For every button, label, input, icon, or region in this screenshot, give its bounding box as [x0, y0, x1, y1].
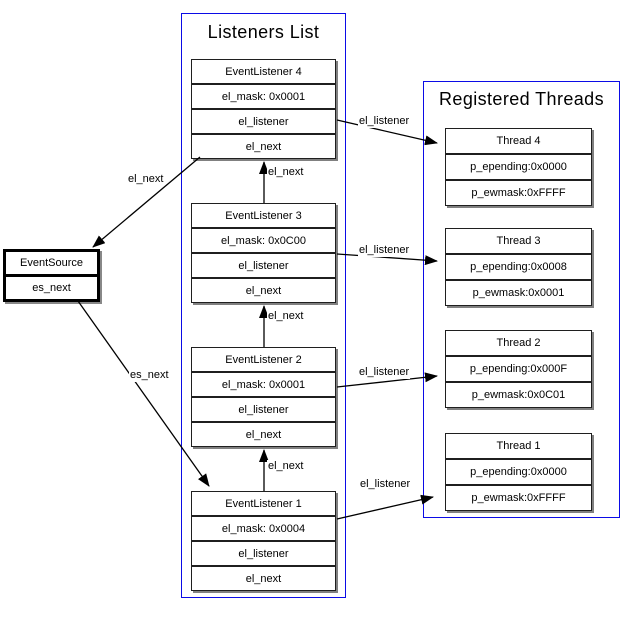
field-el-listener: el_listener: [192, 396, 335, 421]
field-el-next: el_next: [192, 277, 335, 302]
thread-3-box: Thread 3 p_epending:0x0008 p_ewmask:0x00…: [445, 228, 592, 306]
field-el-next: el_next: [192, 565, 335, 590]
record-title: EventListener 1: [192, 492, 335, 515]
event-listener-3-box: EventListener 3 el_mask: 0x0C00 el_liste…: [191, 203, 336, 303]
event-source-field-es-next: es_next: [6, 274, 97, 299]
event-source-title: EventSource: [6, 252, 97, 274]
field-el-listener: el_listener: [192, 540, 335, 565]
field-p-epending: p_epending:0x000F: [446, 355, 591, 381]
edge-el-listener-listener1-to-thread1: [336, 494, 434, 520]
record-title: EventListener 3: [192, 204, 335, 227]
registered-threads-group: Registered Threads: [423, 81, 620, 518]
record-title: EventListener 4: [192, 60, 335, 83]
edge-label-el-next-3-4: el_next: [267, 166, 305, 179]
field-el-mask: el_mask: 0x0001: [192, 83, 335, 108]
record-title: Thread 1: [446, 434, 591, 458]
field-el-listener: el_listener: [192, 252, 335, 277]
event-source-box: EventSource es_next: [3, 249, 100, 302]
record-title: Thread 2: [446, 331, 591, 355]
field-el-mask: el_mask: 0x0C00: [192, 227, 335, 252]
field-p-epending: p_epending:0x0000: [446, 153, 591, 179]
event-listener-4-box: EventListener 4 el_mask: 0x0001 el_liste…: [191, 59, 336, 159]
field-p-epending: p_epending:0x0000: [446, 458, 591, 484]
record-title: EventListener 2: [192, 348, 335, 371]
field-p-epending: p_epending:0x0008: [446, 253, 591, 279]
field-p-ewmask: p_ewmask:0xFFFF: [446, 179, 591, 205]
thread-1-box: Thread 1 p_epending:0x0000 p_ewmask:0xFF…: [445, 433, 592, 511]
thread-4-box: Thread 4 p_epending:0x0000 p_ewmask:0xFF…: [445, 128, 592, 206]
edge-label-el-listener-1: el_listener: [359, 478, 412, 491]
edge-label-es-next: es_next: [129, 369, 170, 382]
field-p-ewmask: p_ewmask:0xFFFF: [446, 484, 591, 510]
field-el-next: el_next: [192, 421, 335, 446]
record-title: Thread 3: [446, 229, 591, 253]
field-el-listener: el_listener: [192, 108, 335, 133]
event-listener-1-box: EventListener 1 el_mask: 0x0004 el_liste…: [191, 491, 336, 591]
edge-label-el-listener-3: el_listener: [358, 244, 411, 257]
field-el-mask: el_mask: 0x0001: [192, 371, 335, 396]
edge-label-el-next-2-3: el_next: [267, 310, 305, 323]
thread-2-box: Thread 2 p_epending:0x000F p_ewmask:0x0C…: [445, 330, 592, 408]
listeners-list-title: Listeners List: [207, 22, 320, 42]
registered-threads-title: Registered Threads: [439, 89, 604, 109]
record-title: Thread 4: [446, 129, 591, 153]
edge-label-el-next-source: el_next: [127, 173, 165, 186]
field-el-next: el_next: [192, 133, 335, 158]
edge-label-el-listener-2: el_listener: [358, 366, 411, 379]
edge-label-el-listener-4: el_listener: [358, 115, 411, 128]
edge-label-el-next-1-2: el_next: [267, 460, 305, 473]
field-p-ewmask: p_ewmask:0x0C01: [446, 381, 591, 407]
event-listener-2-box: EventListener 2 el_mask: 0x0001 el_liste…: [191, 347, 336, 447]
field-p-ewmask: p_ewmask:0x0001: [446, 279, 591, 305]
field-el-mask: el_mask: 0x0004: [192, 515, 335, 540]
